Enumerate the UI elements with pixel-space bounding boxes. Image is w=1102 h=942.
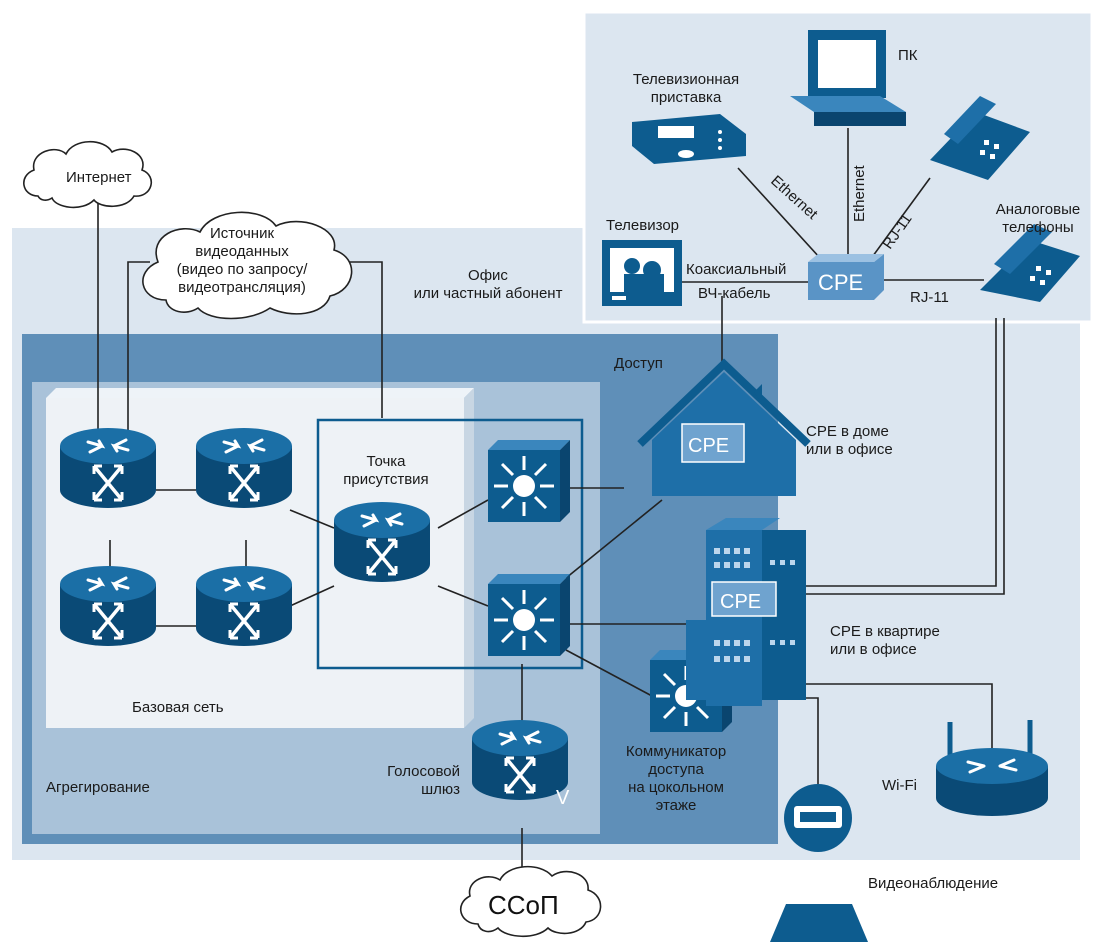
building-icon: CPE [686, 518, 806, 706]
video-source-label-2: видеоданных [195, 243, 289, 260]
pop-router-icon [332, 500, 432, 584]
stb-label-2: приставка [651, 89, 722, 106]
internet-label: Интернет [66, 169, 132, 186]
coax-label-2: ВЧ-кабель [698, 285, 771, 302]
voice-gateway-router-icon [470, 718, 570, 802]
access-label: Доступ [614, 355, 663, 372]
aggregation-switch-2-icon [486, 572, 572, 658]
cpe-house-label-1: CPE в доме [806, 423, 889, 440]
analog-phones-label-1: Аналоговые [996, 201, 1080, 218]
pop-label-2: присутствия [343, 471, 428, 488]
camera-icon [770, 784, 868, 942]
office-label-2: или частный абонент [414, 285, 563, 302]
wifi-label: Wi-Fi [882, 777, 917, 794]
cpe-center-label: CPE [818, 270, 863, 295]
access-switch-label-3: на цокольном [628, 779, 724, 796]
pstn-cloud-icon [459, 865, 602, 938]
aggregation-label: Агрегирование [46, 779, 150, 796]
voice-gateway-label-2: шлюз [421, 781, 460, 798]
office-label-1: Офис [468, 267, 508, 284]
cpe-house-label-2: или в офисе [806, 441, 893, 458]
access-switch-label-2: доступа [648, 761, 704, 778]
pc-icon [790, 30, 906, 126]
cpe-apartment-label-2: или в офисе [830, 641, 917, 658]
video-source-cloud-icon [142, 211, 353, 320]
core-label: Базовая сеть [132, 699, 224, 716]
phone-1-icon [930, 96, 1030, 180]
pc-label: ПК [898, 47, 918, 64]
core-router-2-icon [194, 426, 294, 510]
coax-label-1: Коаксиальный [686, 261, 786, 278]
video-surveillance-label: Видеонаблюдение [868, 875, 998, 892]
phone-2-icon [980, 224, 1080, 302]
analog-phones-label-2: телефоны [1002, 219, 1073, 236]
video-source-label-4: видеотрансляция) [178, 279, 306, 296]
cpe-building-badge: CPE [720, 591, 761, 613]
voice-gateway-label-1: Голосовой [387, 763, 460, 780]
voice-v-label: V [556, 787, 570, 809]
stb-label-1: Телевизионная [633, 71, 739, 88]
internet-cloud-icon [23, 141, 153, 209]
pop-label-1: Точка [366, 453, 406, 470]
core-router-3-icon [58, 564, 158, 648]
video-source-label-1: Источник [210, 225, 274, 242]
video-source-label-3: (видео по запросу/ [177, 261, 309, 278]
wifi-router-icon [936, 720, 1048, 816]
core-router-4-icon [194, 564, 294, 648]
access-switch-label-4: этаже [656, 797, 697, 814]
cpe-house-badge: CPE [688, 435, 729, 457]
core-router-1-icon [58, 426, 158, 510]
aggregation-switch-1-icon [486, 438, 572, 524]
house-icon: CPE [637, 358, 811, 496]
ethernet-2-label: Ethernet [851, 164, 868, 222]
set-top-box-icon [632, 114, 746, 164]
cpe-apartment-label-1: CPE в квартире [830, 623, 940, 640]
access-switch-label-1: Коммуникатор [626, 743, 726, 760]
tv-icon [602, 240, 682, 306]
cpe-box-icon: CPE [808, 254, 884, 300]
pstn-label: ССоП [488, 890, 559, 920]
pop-box [316, 418, 584, 670]
rj11-2-label: RJ-11 [910, 289, 949, 306]
tv-label: Телевизор [606, 217, 679, 234]
